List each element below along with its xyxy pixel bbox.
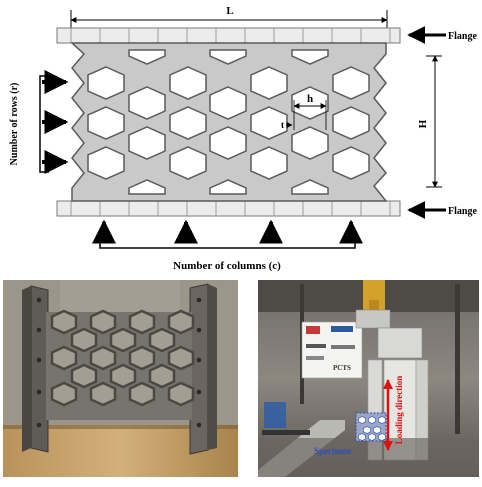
honeycomb-cell bbox=[128, 126, 166, 160]
photo-honeycomb-cell bbox=[89, 309, 117, 335]
honeycomb-cell bbox=[332, 146, 370, 180]
honeycomb-cell bbox=[169, 146, 207, 180]
cell-width-label: h bbox=[307, 93, 313, 105]
honeycomb-cell bbox=[250, 146, 288, 180]
photo-honeycomb-cell bbox=[167, 345, 195, 371]
cell-dimension: h t bbox=[281, 93, 327, 130]
columns-label: Number of columns (c) bbox=[173, 260, 281, 272]
bolt-hole bbox=[36, 357, 42, 363]
bolt-hole bbox=[36, 297, 42, 303]
honeycomb-half-cell bbox=[291, 179, 329, 195]
specimen-cell bbox=[358, 433, 366, 441]
honeycomb-cell bbox=[169, 66, 207, 100]
honeycomb-cell bbox=[250, 106, 288, 140]
columns-annotation: Number of columns (c) bbox=[92, 219, 363, 272]
photo-honeycomb-cell bbox=[50, 309, 78, 335]
honeycomb-cell bbox=[128, 86, 166, 120]
honeycomb-cell bbox=[332, 106, 370, 140]
top-flange bbox=[56, 27, 401, 44]
honeycomb-half-cell bbox=[209, 49, 247, 65]
flange-top-label: Flange bbox=[448, 31, 477, 42]
specimen-cell bbox=[378, 433, 386, 441]
wall-thickness-label: t bbox=[281, 120, 284, 130]
specimen-cell bbox=[378, 416, 386, 424]
columns-bracket bbox=[99, 242, 356, 249]
loading-direction-label: Loading direction bbox=[394, 376, 404, 445]
photo-honeycomb-cell bbox=[128, 381, 156, 407]
photo-honeycomb-cell bbox=[148, 363, 176, 389]
photo-honeycomb-cell bbox=[128, 345, 156, 371]
specimen-cell bbox=[368, 433, 376, 441]
bolt-hole bbox=[196, 327, 202, 333]
flange-callout-bottom: Flange bbox=[407, 201, 477, 219]
sign-label: PCTS bbox=[333, 364, 351, 372]
bottom-flange bbox=[56, 200, 401, 217]
photo-honeycomb-cell bbox=[89, 345, 117, 371]
bolt-hole bbox=[36, 327, 42, 333]
rows-label: Number of rows (r) bbox=[9, 83, 20, 166]
length-label: L bbox=[226, 5, 233, 17]
photo-honeycomb-cell bbox=[167, 381, 195, 407]
bolt-hole bbox=[36, 422, 42, 428]
rows-annotation: Number of rows (r) bbox=[9, 70, 69, 174]
photo-honeycomb-cell bbox=[50, 381, 78, 407]
honeycomb-panel bbox=[70, 42, 388, 202]
honeycomb-cell bbox=[250, 66, 288, 100]
honeycomb-cell bbox=[291, 126, 329, 160]
honeycomb-half-cell bbox=[291, 49, 329, 65]
honeycomb-cell bbox=[169, 106, 207, 140]
schematic: L h t H bbox=[9, 5, 477, 272]
honeycomb-cell bbox=[87, 106, 125, 140]
honeycomb-cell bbox=[209, 86, 247, 120]
photo-honeycomb-cell bbox=[70, 363, 98, 389]
flange-callout-top: Flange bbox=[407, 26, 477, 44]
specimen-cell bbox=[373, 426, 381, 434]
honeycomb-cell bbox=[87, 66, 125, 100]
specimen-cell bbox=[363, 426, 371, 434]
flange-bottom-label: Flange bbox=[448, 206, 477, 217]
specimen-label: Specimen bbox=[314, 446, 351, 456]
specimen-cell bbox=[358, 416, 366, 424]
bolt-hole bbox=[36, 389, 42, 395]
photo-honeycomb-cell bbox=[148, 327, 176, 353]
photo-left bbox=[3, 280, 238, 477]
height-label: H bbox=[416, 120, 428, 129]
bolt-hole bbox=[196, 389, 202, 395]
photo-honeycomb-cell bbox=[89, 381, 117, 407]
photo-right: PCTS Loading direction Specimen bbox=[258, 280, 479, 477]
honeycomb-half-cell bbox=[209, 179, 247, 195]
honeycomb-half-cell bbox=[128, 179, 166, 195]
specimen-cell bbox=[368, 416, 376, 424]
photo-honeycomb-cell bbox=[70, 327, 98, 353]
honeycomb-half-cell bbox=[128, 49, 166, 65]
photo-honeycomb-cell bbox=[109, 327, 137, 353]
photo-honeycomb-cell bbox=[167, 309, 195, 335]
honeycomb-cell bbox=[209, 126, 247, 160]
photo-honeycomb-cell bbox=[50, 345, 78, 371]
honeycomb-cell bbox=[332, 66, 370, 100]
honeycomb-cell bbox=[87, 146, 125, 180]
photo-honeycomb-cell bbox=[109, 363, 137, 389]
bolt-hole bbox=[196, 297, 202, 303]
bolt-hole bbox=[196, 422, 202, 428]
photo-honeycomb-cell bbox=[128, 309, 156, 335]
bolt-hole bbox=[196, 357, 202, 363]
